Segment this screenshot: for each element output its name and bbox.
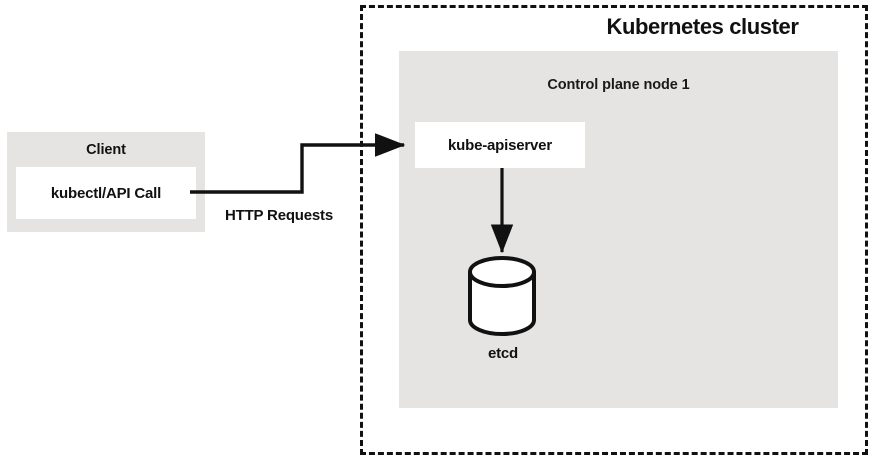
kubernetes-cluster-boundary [360, 5, 868, 455]
http-requests-label: HTTP Requests [225, 207, 333, 224]
kube-apiserver-label: kube-apiserver [448, 136, 552, 154]
client-group-label: Client [86, 142, 126, 158]
kubectl-api-call-label: kubectl/API Call [50, 184, 162, 202]
control-plane-node-panel: Control plane node 1 [399, 51, 838, 408]
kube-apiserver-box: kube-apiserver [415, 122, 585, 168]
control-plane-node-label: Control plane node 1 [547, 77, 690, 93]
kubernetes-cluster-title: Kubernetes cluster [606, 14, 799, 39]
client-group: Client kubectl/API Call [7, 132, 205, 232]
etcd-label: etcd [487, 345, 519, 362]
kubectl-api-call-box: kubectl/API Call [16, 167, 196, 219]
